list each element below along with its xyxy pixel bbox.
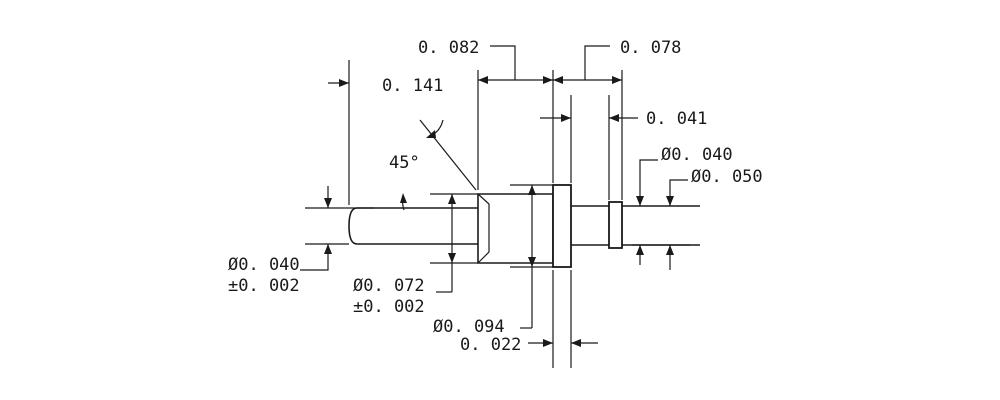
dimension-dia-0040-right [636,159,658,265]
label-tolerance-left: ±0. 002 [228,276,300,296]
dimension-dia-0040-left [300,186,332,271]
dimension-0078 [553,45,622,84]
label-length-0078: 0. 078 [620,38,681,58]
label-tolerance-mid: ±0. 002 [353,297,425,317]
label-angle-45: 45° [389,153,420,173]
label-length-0041: 0. 041 [646,109,707,129]
dimension-0041 [540,114,638,122]
label-diameter-0072: Ø0. 072 [353,276,425,296]
dimension-0141 [328,79,349,87]
collar-ring [608,201,623,249]
pin-flange [552,184,572,268]
dimension-labels: 0. 141 0. 082 0. 078 0. 041 45° Ø0. 040 … [228,38,763,355]
label-diameter-0040-left: Ø0. 040 [228,255,300,275]
label-diameter-0050: Ø0. 050 [691,167,763,187]
right-shaft [571,205,609,246]
dimension-0022 [528,339,598,347]
pin-part-outline [348,184,700,268]
label-diameter-0040-right: Ø0. 040 [661,145,733,165]
dimension-0082 [478,45,553,84]
label-length-0022: 0. 022 [460,335,521,355]
dimension-dia-0094 [520,185,536,329]
label-length-0082: 0. 082 [418,38,479,58]
dimension-dia-0072 [436,194,456,293]
label-diameter-0094: Ø0. 094 [433,317,505,337]
left-pin-tip [348,207,478,245]
dimension-dia-0050 [666,179,688,270]
label-length-0141: 0. 141 [382,76,443,96]
dimension-angle-45 [400,119,477,211]
